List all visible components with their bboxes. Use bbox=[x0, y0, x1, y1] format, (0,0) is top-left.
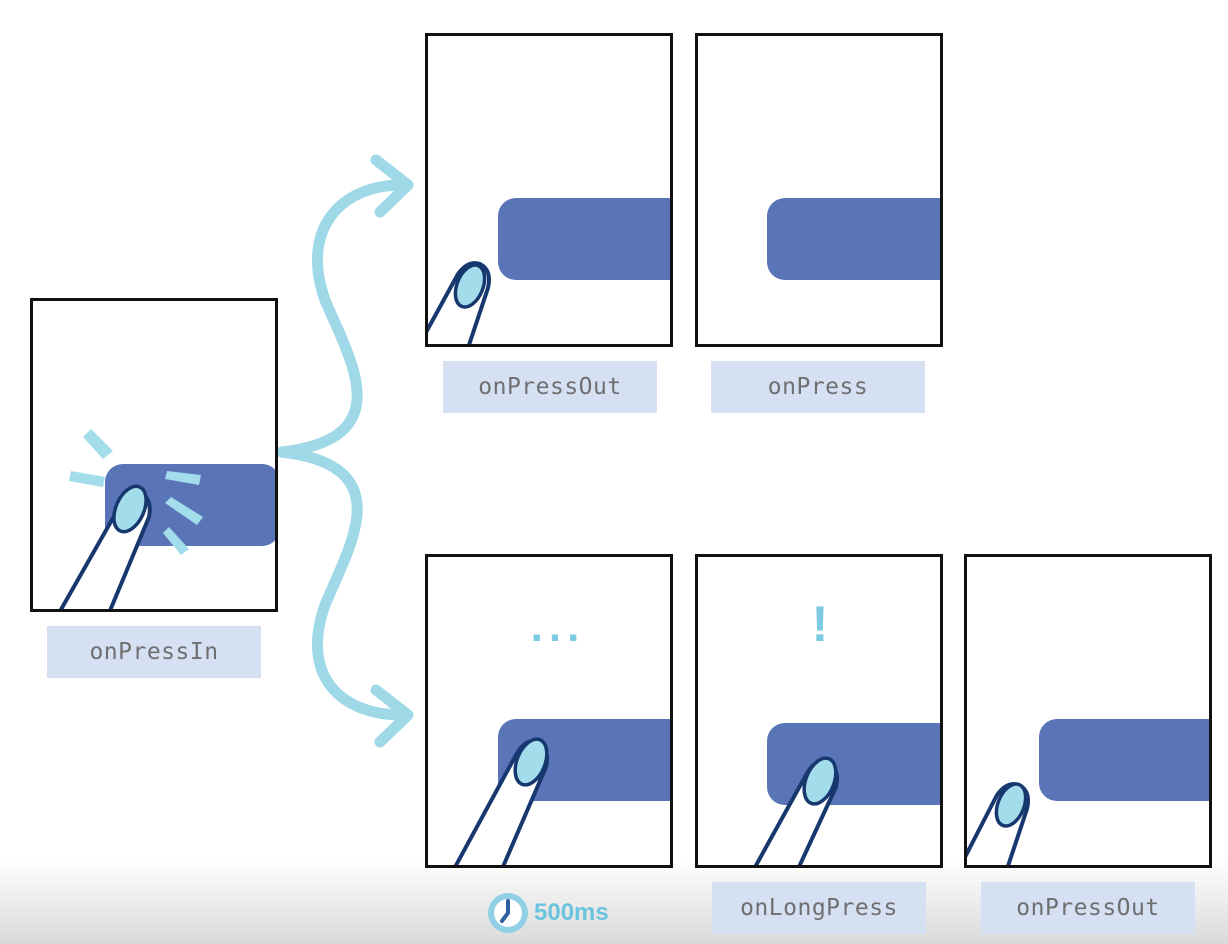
fingernail bbox=[513, 737, 549, 787]
panel-press bbox=[695, 33, 943, 347]
label-long-press: onLongPress bbox=[712, 882, 926, 934]
button-shape bbox=[1039, 719, 1209, 801]
timer-text: 500ms bbox=[534, 899, 609, 926]
arrow-up bbox=[276, 179, 408, 458]
long-press-exclamation: ! bbox=[811, 596, 829, 652]
timer: 500ms bbox=[486, 890, 609, 936]
label-press-out-top: onPressOut bbox=[443, 361, 657, 413]
panel-long-press bbox=[695, 554, 943, 868]
label-press-in: onPressIn bbox=[47, 626, 261, 678]
fingernail bbox=[453, 263, 487, 309]
clock-icon bbox=[488, 893, 528, 933]
panel-waiting bbox=[425, 554, 673, 868]
label-press: onPress bbox=[711, 361, 925, 413]
waiting-dots: ... bbox=[530, 602, 586, 651]
button-shape bbox=[767, 723, 940, 805]
arrow-down bbox=[276, 446, 408, 721]
fingernail bbox=[112, 484, 148, 534]
press-burst bbox=[69, 429, 203, 555]
label-press-out-bottom: onPressOut bbox=[981, 882, 1195, 934]
panel-press-out-top bbox=[425, 33, 673, 347]
arrow-down-head bbox=[370, 684, 414, 748]
panel-press-out-bottom bbox=[964, 554, 1212, 868]
panel-press-in bbox=[30, 298, 278, 612]
fingernail bbox=[994, 782, 1028, 828]
button-shape bbox=[767, 198, 940, 280]
button-shape bbox=[498, 198, 670, 280]
fingernail bbox=[802, 756, 838, 806]
arrow-up-head bbox=[370, 154, 414, 218]
